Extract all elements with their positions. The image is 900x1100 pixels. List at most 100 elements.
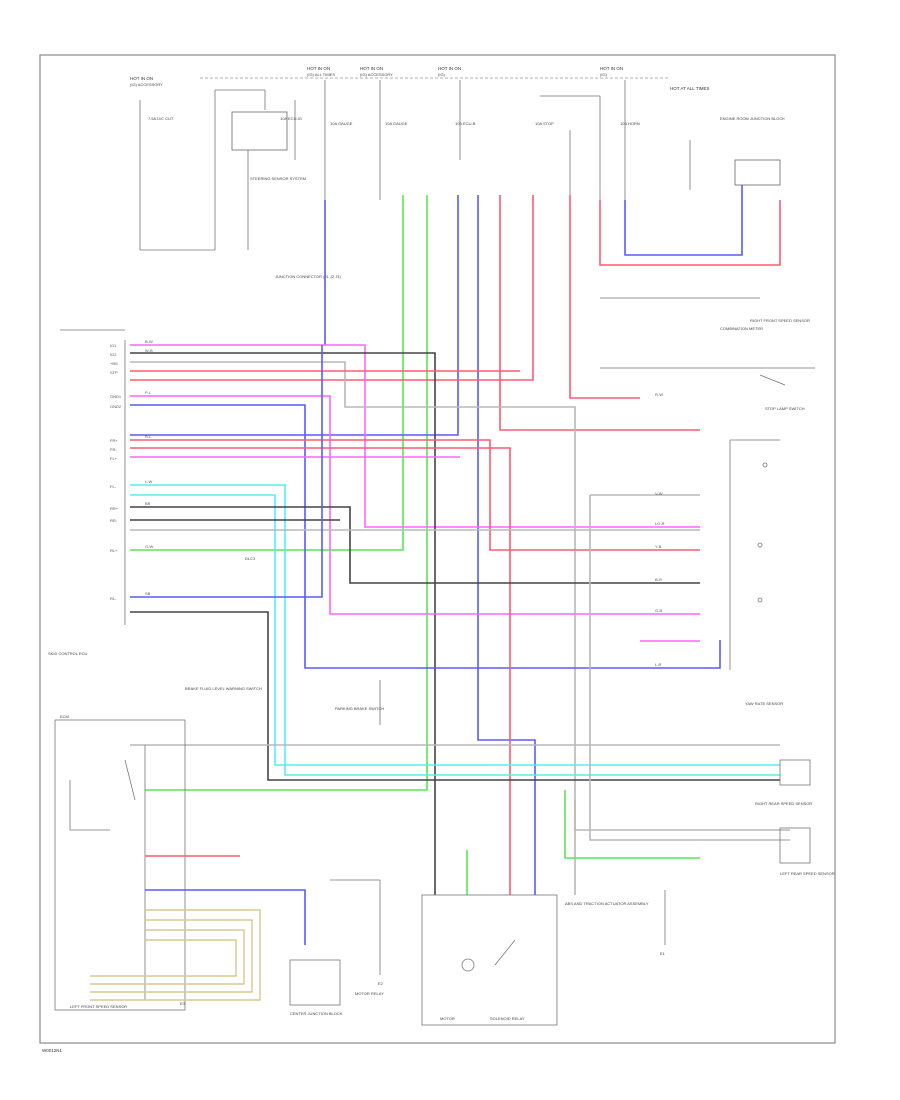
wire-cyan-h8 (130, 494, 780, 766)
ecu-pin-2: IG2 (110, 352, 117, 357)
fuse-ratings: 10A GAUGE 10A GAUGE 10A ECU-B 10A STOP 1… (148, 116, 640, 126)
footer-code: W0012N1 (42, 1048, 63, 1053)
wire-red-h5 (130, 447, 511, 895)
wire-gray-h1 (130, 361, 576, 895)
relay-label: MOTOR RELAY (355, 991, 384, 996)
ecu-pin-13: RL+ (110, 548, 118, 553)
ecu-pin-5: GND1 (110, 394, 122, 399)
left-front-sensor-label: LEFT FRONT SPEED SENSOR (70, 1004, 127, 1009)
wire-pink-h2 (130, 395, 700, 615)
top-fuse-labels: HOT IN ON (IG) ALL TIMES HOT IN ON (IG) … (130, 66, 710, 91)
wire-red-h4 (130, 439, 700, 551)
ecu-horizontal-wires (130, 297, 815, 895)
wire-gray-h16 (574, 800, 790, 831)
ecu-pin-12: RR- (110, 518, 118, 523)
fuse-rating-2: 10A GAUGE (385, 121, 408, 126)
center-jb (289, 879, 381, 1006)
fuse-rating-7: 10A ECU-IG (280, 116, 302, 121)
wire-code-12: B-R (655, 577, 662, 582)
wire-gray-h17 (589, 495, 790, 841)
wire-code-7: BR (145, 501, 151, 506)
steering-sensor-label: STEERING SENSOR SYSTEM (250, 176, 306, 181)
wire-code-3: P-L (145, 390, 152, 395)
ecu-pin-4: STP (110, 370, 118, 375)
ecu-pin-6: GND2 (110, 404, 122, 409)
ecu-pin-14: RL- (110, 596, 117, 601)
parking-brake-label: PARKING BRAKE SWITCH (335, 706, 384, 711)
wire-blue-top-2 (130, 195, 459, 436)
wire-code-6: L-W (145, 479, 153, 484)
tan-bundle (90, 909, 261, 1001)
yaw-sensor-label: YAW RATE SENSOR (745, 701, 783, 706)
junction-connector-label: JUNCTION CONNECTOR (J1 J2 J3) (275, 274, 341, 279)
left-rear-sensor-label: LEFT REAR SPEED SENSOR (780, 871, 835, 876)
ecu-pin-11: RR+ (110, 506, 119, 511)
fuse-rating-5: 10A HORN (620, 121, 640, 126)
wire-code-11: Y-B (655, 544, 662, 549)
wire-red-top-4 (599, 200, 781, 266)
fuse-rating-4: 10A STOP (535, 121, 554, 126)
wire-code-8: SB (145, 591, 151, 596)
abs-actuator (421, 894, 558, 1026)
fuse-rating-1: 10A GAUGE (330, 121, 353, 126)
top-vertical-wires (130, 185, 781, 895)
brake-fluid-label: BRAKE FLUID LEVEL WARNING SWITCH (185, 686, 262, 691)
wire-code-14: L-R (655, 662, 662, 667)
diagram-frame (39, 54, 836, 1044)
top-left-circuits (139, 80, 781, 251)
wire-red-top-2 (130, 195, 534, 381)
ecm-block (54, 719, 186, 1011)
wire-code-15: R-W (655, 392, 663, 397)
fuse-rating-3: 10A ECU-B (455, 121, 476, 126)
wire-blue-h25 (700, 640, 721, 669)
wire-red-top-1 (499, 195, 700, 431)
skid-ecu-label: SKID CONTROL ECU (48, 651, 88, 656)
ground-e1: E1 (660, 951, 666, 956)
ecu-pin-10: FL- (110, 484, 117, 489)
wire-code-2: W-B (145, 348, 153, 353)
wire-black-h1 (130, 352, 436, 895)
skid-control-ecu: SKID CONTROL ECU (48, 329, 126, 656)
abs-actuator-label: ABS AND TRACTION ACTUATOR ASSEMBLY (565, 901, 649, 906)
center-jb-label: CENTER JUNCTION BLOCK (290, 1011, 343, 1016)
wire-code-13: G-B (655, 608, 662, 613)
wire-green-top-1 (250, 195, 404, 551)
ecu-pin-7: FR+ (110, 438, 118, 443)
ground-e2: E2 (378, 981, 384, 986)
right-rear-sensor-label: RIGHT REAR SPEED SENSOR (755, 801, 812, 806)
fuse-top-label-1: HOT IN ON (307, 66, 330, 71)
wire-blue-h3 (130, 404, 700, 669)
wire-red-top-3 (569, 195, 640, 399)
fuse-top-label-3: HOT IN ON (438, 66, 461, 71)
ecu-pin-8: FR- (110, 447, 117, 452)
fuse-top-sub-5: (IG) ACCESSORY (130, 82, 163, 87)
motor-label: MOTOR (440, 1016, 455, 1021)
wire-code-9: V-W (655, 491, 663, 496)
wire-blue-top-4 (624, 185, 743, 256)
engine-room-jb-label: ENGINE ROOM JUNCTION BLOCK (720, 116, 785, 121)
fuse-rating-6: 7.5A D/C CUT (148, 116, 174, 121)
ground-e3: E3 (180, 1001, 186, 1006)
combination-meter-label: COMBINATION METER (720, 326, 763, 331)
wire-code-tags: B-W W-B P-L R-L G-W L-W BR SB V-W LG-R Y… (145, 339, 665, 667)
ecu-pin-labels: IG1 IG2 +BS STP GND1 GND2 FR+ FR- FL+ FL… (110, 343, 122, 601)
wire-blue-h13 (130, 345, 323, 598)
wire-pink-h1 (130, 344, 700, 528)
fuse-top-sub-1: (IG) ALL TIMES (307, 72, 335, 77)
wire-code-5: G-W (145, 544, 153, 549)
dlc3-label: DLC3 (245, 556, 256, 561)
wire-blue-top-3 (477, 195, 536, 895)
solenoid-label: SOLENOID RELAY (490, 1016, 525, 1021)
ecm-label: ECM (60, 714, 69, 719)
fuse-top-label-2: HOT IN ON (360, 66, 383, 71)
right-front-sensor-label: RIGHT FRONT SPEED SENSOR (750, 318, 810, 323)
fuse-top-sub-3: (IG) (438, 72, 446, 77)
wire-black-h14 (130, 611, 780, 781)
wire-code-10: LG-R (655, 521, 665, 526)
stop-lamp-switch-label: STOP LAMP SWITCH (765, 406, 805, 411)
right-side-components (729, 374, 811, 864)
fuse-top-sub-2: (IG) ACCESSORY (360, 72, 393, 77)
ground-points: E1 E2 E3 (180, 890, 666, 1006)
wire-code-4: R-L (145, 434, 152, 439)
